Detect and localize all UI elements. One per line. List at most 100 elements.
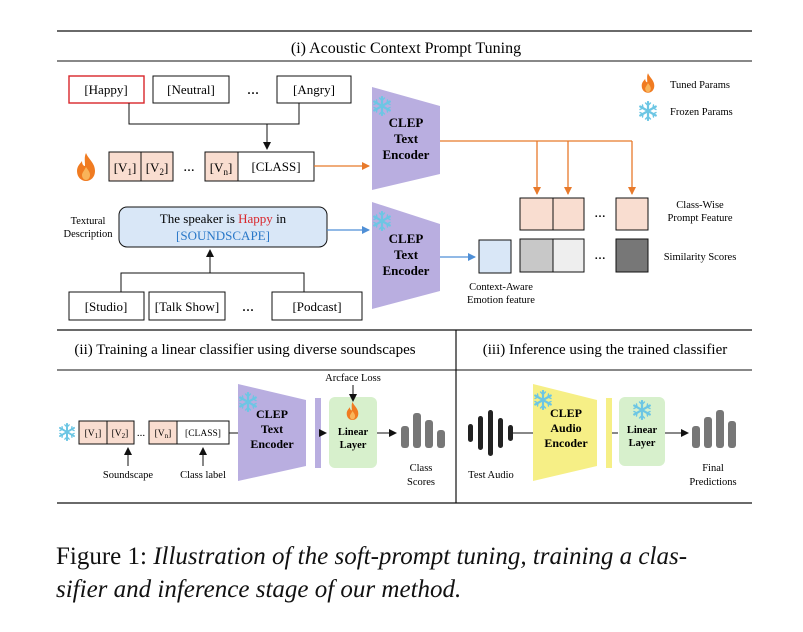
section1-title: (i) Acoustic Context Prompt Tuning (291, 40, 521, 57)
encoder-top-line1: CLEP (389, 115, 424, 130)
prompt-token-vn (204, 151, 239, 182)
emotion-ellipsis: ... (247, 81, 259, 98)
emotion-label-neutral: [Neutral] (167, 82, 215, 97)
prompt-token-class-label: [CLASS] (251, 159, 300, 174)
encoder-top-line3: Encoder (383, 147, 430, 162)
caption-label: Figure 1: (56, 543, 154, 570)
similarity-scores: ... (519, 238, 649, 273)
soundscape-label-talkshow: [Talk Show] (155, 299, 219, 314)
description-soundscape: [SOUNDSCAPE] (176, 228, 270, 243)
class-wise-label-1: Class-Wise (676, 200, 724, 211)
prompt-feature-2 (552, 197, 585, 231)
training-encoder-line3: Encoder (250, 437, 294, 451)
waveform-bar (468, 424, 473, 442)
prompt-token-v2 (140, 151, 174, 182)
prediction-bar (728, 421, 736, 448)
prompt-token-vn-label: [Vn] (210, 160, 233, 177)
class-label: Class label (180, 470, 226, 481)
audio-encoder-line2: Audio (550, 421, 581, 435)
legend-flame-icon (641, 73, 655, 93)
class-feature-arrows (440, 140, 636, 195)
legend-tuned-label: Tuned Params (670, 80, 730, 91)
figure-caption: Figure 1: Illustration of the soft-promp… (56, 540, 756, 606)
caption-text: Illustration of the soft-prompt tuning, … (153, 543, 688, 570)
prompt-feature-n (615, 197, 649, 231)
soundscape-ellipsis: ... (242, 298, 254, 315)
clep-text-encoder-top (372, 87, 440, 190)
prompt-feature-1 (519, 197, 554, 231)
textural-description-label-1: Textural (71, 216, 106, 227)
prompt-token-v1 (108, 151, 142, 182)
inference-linear-layer (619, 397, 665, 466)
training-token-v2 (106, 420, 135, 445)
prediction-bar (716, 410, 724, 448)
legend-frozen-label: Frozen Params (670, 107, 733, 118)
soundscape-box-studio (68, 291, 145, 321)
soundscape-label-podcast: [Podcast] (292, 299, 341, 314)
training-encoder-line1: CLEP (256, 407, 288, 421)
context-aware-feature-box (478, 239, 512, 274)
soundscape-label-studio: [Studio] (85, 299, 128, 314)
waveform-bar (508, 425, 513, 441)
waveform-bar (478, 416, 483, 450)
prompt-token-v1-label: [V1] (114, 160, 137, 177)
prompt-token-ellipsis: ... (183, 159, 194, 175)
clep-audio-encoder (533, 384, 597, 481)
encoder-bottom-line3: Encoder (383, 263, 430, 278)
prediction-bar (692, 426, 700, 448)
method-diagram: (i) Acoustic Context Prompt Tuning [Happ… (57, 30, 752, 504)
caption-line-2: sifier and inference stage of our method… (56, 576, 462, 603)
snowflake-icon-tokens (58, 423, 76, 441)
final-predictions-label-2: Predictions (689, 477, 736, 488)
emotion-label-happy: [Happy] (84, 82, 127, 97)
class-score-bar (437, 430, 445, 448)
waveform-bar (488, 410, 493, 456)
training-token-vn-label: [Vn] (155, 429, 172, 440)
description-line1: The speaker is Happy in (160, 211, 287, 226)
training-token-v1-label: [V1] (85, 429, 102, 440)
soundscape-label: Soundscape (103, 470, 153, 481)
encoder-top-line2: Text (394, 131, 419, 146)
similarity-box-2 (552, 238, 585, 273)
arcface-loss-label: Arcface Loss (325, 373, 381, 384)
training-linear-line2: Layer (340, 440, 367, 451)
class-wise-prompt-features: ... (519, 197, 649, 231)
soundscape-box-talkshow (148, 291, 226, 321)
class-scores-bars (401, 413, 445, 448)
clep-text-encoder-training (238, 384, 306, 481)
similarity-box-1 (519, 238, 554, 273)
similarity-ellipsis: ... (594, 247, 605, 263)
legend-snowflake-icon (638, 101, 658, 121)
soundscape-list: [Studio] [Talk Show] ... [Podcast] (68, 291, 363, 321)
context-feature-label-2: Emotion feature (467, 295, 535, 306)
inference-embedding-bar (606, 398, 612, 468)
happy-highlight: Happy (238, 211, 273, 226)
training-token-v2-label: [V2] (112, 429, 129, 440)
audio-encoder-line1: CLEP (550, 406, 582, 420)
similarity-box-n (615, 238, 649, 273)
caption-line-1: Figure 1: Illustration of the soft-promp… (56, 540, 756, 573)
class-score-bar (425, 420, 433, 448)
emotion-box-neutral (152, 75, 230, 104)
test-audio-label: Test Audio (468, 470, 514, 481)
emotion-label-angry: [Angry] (293, 82, 335, 97)
class-score-bar (401, 426, 409, 448)
emotion-bracket (128, 103, 300, 125)
training-token-ellipsis: ... (137, 427, 146, 439)
final-predictions-label-1: Final (702, 463, 724, 474)
training-linear-layer (329, 397, 377, 468)
prompt-feature-ellipsis: ... (594, 205, 605, 221)
training-token-class-label: [CLASS] (185, 429, 221, 439)
prediction-bar (704, 417, 712, 448)
similarity-label: Similarity Scores (664, 252, 737, 263)
context-feature-label-1: Context-Aware (469, 282, 533, 293)
inference-linear-line1: Linear (627, 425, 658, 436)
soundscape-box-podcast (271, 291, 363, 321)
emotion-class-list: [Happy] [Neutral] ... [Angry] (68, 75, 352, 104)
encoder-bottom-line1: CLEP (389, 231, 424, 246)
class-scores-label-1: Class (410, 463, 433, 474)
emotion-box-angry (276, 75, 352, 104)
prompt-token-row: [V1] [V2] ... [Vn] [CLASS] (108, 151, 315, 182)
inference-linear-line2: Layer (629, 438, 656, 449)
encoder-bottom-line2: Text (394, 247, 419, 262)
